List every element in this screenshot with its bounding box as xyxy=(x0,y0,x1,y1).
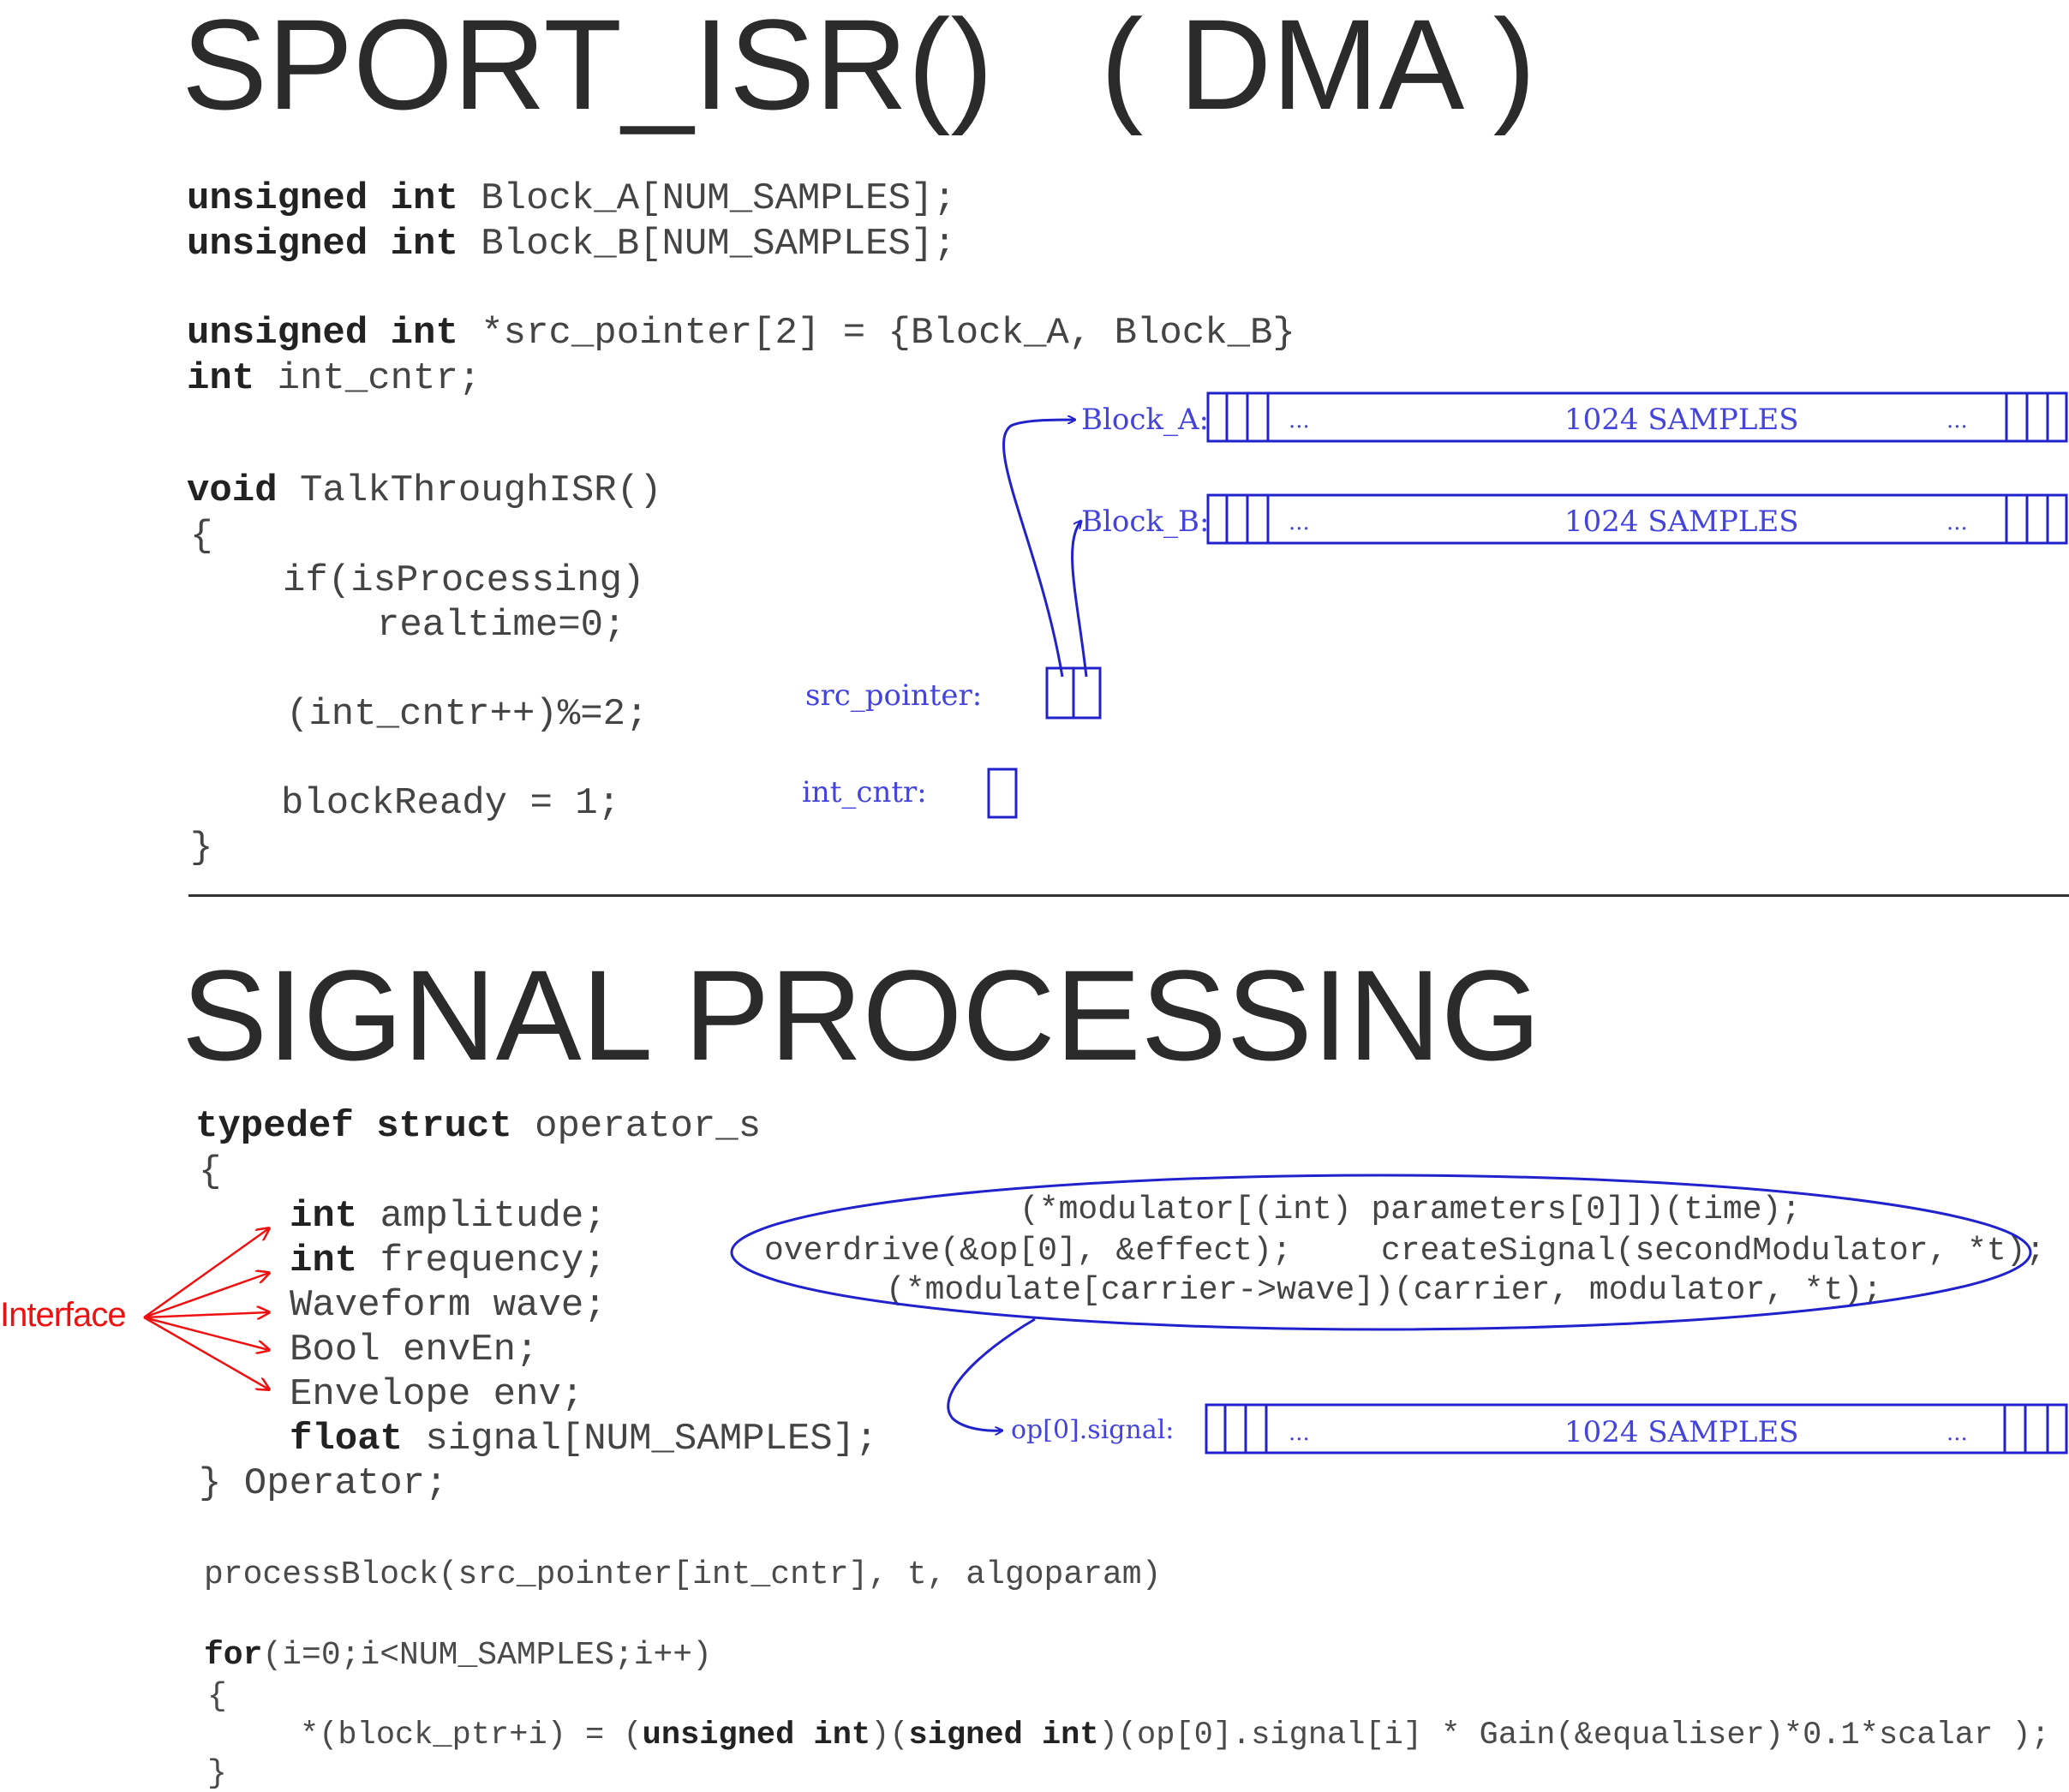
op-signal-label: op[0].signal: xyxy=(1011,1415,1175,1445)
code-realtime: realtime=0; xyxy=(377,604,626,647)
code-text: amplitude; xyxy=(357,1195,607,1238)
title-signal-processing: SIGNAL PROCESSING xyxy=(182,943,1541,1087)
code-struct-close: } Operator; xyxy=(199,1462,448,1505)
code-decl-block-a: unsigned int Block_A[NUM_SAMPLES]; xyxy=(187,180,956,218)
code-typedef: typedef struct operator_s xyxy=(195,1108,761,1145)
block-a-samples: 1024 SAMPLES xyxy=(1564,403,1799,437)
int-cntr-box xyxy=(987,768,1018,819)
code-for-close: } xyxy=(207,1755,227,1792)
ellipse-line-create-signal: createSignal(secondModulator, *t); xyxy=(1381,1233,2046,1269)
kw: for xyxy=(204,1637,263,1674)
code-if: if(isProcessing) xyxy=(283,559,645,602)
op-signal-array xyxy=(1205,1403,2068,1455)
op-signal-ellipsis-right: ... xyxy=(1946,1420,1968,1446)
code-text: TalkThroughISR() xyxy=(277,469,662,512)
code-brace-close: } xyxy=(190,827,213,869)
code-decl-block-b: unsigned int Block_B[NUM_SAMPLES]; xyxy=(187,225,956,263)
kw: unsigned int xyxy=(642,1717,871,1753)
arrow-to-block-b xyxy=(1071,521,1088,678)
code-text: Envelope env; xyxy=(290,1373,584,1416)
field-env: Envelope env; xyxy=(290,1376,583,1413)
code-text: Block_A[NUM_SAMPLES]; xyxy=(457,177,956,220)
arrow-to-block-a xyxy=(1002,420,1075,678)
op-signal-ellipsis-left: ... xyxy=(1289,1420,1310,1446)
field-frequency: int frequency; xyxy=(290,1242,607,1280)
block-a-array xyxy=(1206,391,2068,443)
kw: signed int xyxy=(908,1717,1099,1753)
code-text: operator_s xyxy=(511,1105,762,1148)
code-text: Bool envEn; xyxy=(290,1329,539,1371)
code-text: frequency; xyxy=(357,1239,607,1282)
kw: float xyxy=(290,1418,404,1460)
kw: int xyxy=(187,357,255,400)
code-decl-src-pointer: unsigned int *src_pointer[2] = {Block_A,… xyxy=(187,314,1295,352)
code-text: signal[NUM_SAMPLES]; xyxy=(403,1418,878,1460)
code-brace-open: { xyxy=(190,515,213,558)
interface-arrows xyxy=(143,1228,269,1389)
src-pointer-box xyxy=(1045,666,1102,720)
field-env-en: Bool envEn; xyxy=(290,1331,538,1369)
code-int-cntr-mod: (int_cntr++)%=2; xyxy=(286,693,649,736)
interface-usage-ellipse xyxy=(730,1174,2032,1331)
code-process-block: processBlock(src_pointer[int_cntr], t, a… xyxy=(204,1556,1162,1593)
block-b-ellipsis-left: ... xyxy=(1289,510,1310,535)
code-for-open: { xyxy=(207,1678,227,1715)
kw: int xyxy=(290,1239,358,1282)
block-b-samples: 1024 SAMPLES xyxy=(1564,505,1799,539)
code-func-signature: void TalkThroughISR() xyxy=(187,472,662,510)
code-text: int_cntr; xyxy=(254,357,481,400)
field-signal: float signal[NUM_SAMPLES]; xyxy=(290,1420,878,1458)
interface-label: Interface xyxy=(0,1296,127,1334)
block-b-label: Block_B: xyxy=(1081,505,1210,539)
code-for: for(i=0;i<NUM_SAMPLES;i++) xyxy=(204,1640,712,1672)
kw: int xyxy=(290,1195,358,1238)
code-text: )( xyxy=(870,1717,909,1753)
code-text: (i=0;i<NUM_SAMPLES;i++) xyxy=(262,1637,712,1674)
code-text: *(block_ptr+i) = ( xyxy=(300,1717,643,1753)
code-text: Block_B[NUM_SAMPLES]; xyxy=(457,223,956,266)
block-a-label: Block_A: xyxy=(1081,403,1209,437)
kw: unsigned int xyxy=(187,312,458,355)
arrow-to-op-signal xyxy=(947,1317,1036,1431)
code-assign: *(block_ptr+i) = (unsigned int)(signed i… xyxy=(300,1720,2050,1752)
kw: unsigned int xyxy=(187,223,458,266)
field-amplitude: int amplitude; xyxy=(290,1198,607,1235)
block-a-ellipsis-left: ... xyxy=(1289,408,1310,433)
kw: void xyxy=(187,469,278,512)
op-signal-samples: 1024 SAMPLES xyxy=(1564,1415,1799,1449)
code-decl-int-cntr: int int_cntr; xyxy=(187,360,481,397)
title-sport-isr: SPORT_ISR() ( DMA ) xyxy=(182,0,1536,136)
kw: typedef struct xyxy=(195,1105,512,1148)
code-block-ready: blockReady = 1; xyxy=(281,782,621,825)
block-b-array xyxy=(1206,493,2068,545)
ellipse-line-overdrive: overdrive(&op[0], &effect); xyxy=(764,1233,1292,1269)
code-text: Waveform wave; xyxy=(290,1284,607,1327)
src-pointer-label: src_pointer: xyxy=(805,678,983,713)
int-cntr-label: int_cntr: xyxy=(802,775,927,809)
section-divider xyxy=(188,894,2069,897)
block-b-ellipsis-right: ... xyxy=(1946,510,1968,535)
block-a-ellipsis-right: ... xyxy=(1946,408,1968,433)
code-text: )(op[0].signal[i] * Gain(&equaliser)*0.1… xyxy=(1098,1717,2050,1753)
code-struct-open: { xyxy=(199,1150,222,1193)
ellipse-line-modulator: (*modulator[(int) parameters[0]])(time); xyxy=(1020,1192,1802,1228)
ellipse-line-modulate: (*modulate[carrier->wave])(carrier, modu… xyxy=(886,1272,1882,1309)
code-text: *src_pointer[2] = {Block_A, Block_B} xyxy=(457,312,1295,355)
kw: unsigned int xyxy=(187,177,458,220)
field-wave: Waveform wave; xyxy=(290,1287,607,1324)
